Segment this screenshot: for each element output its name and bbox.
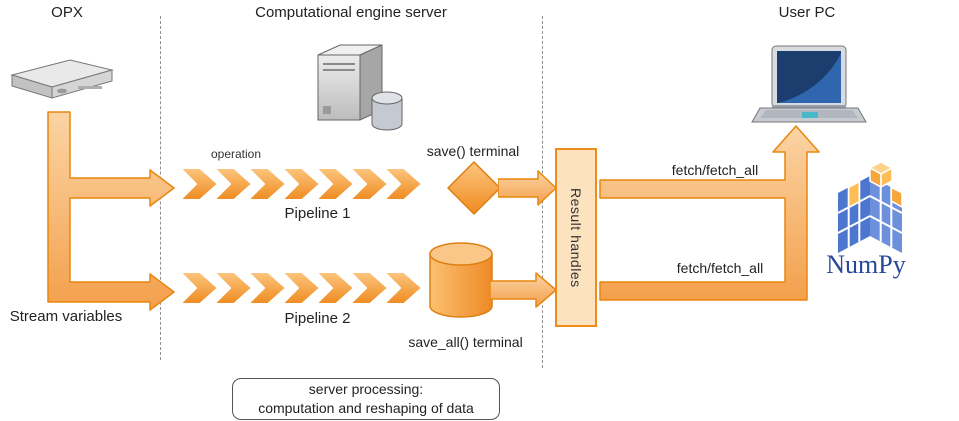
- save-terminal-diamond: [447, 161, 501, 215]
- fetch-bottom-label: fetch/fetch_all: [676, 260, 764, 276]
- stream-variables-label: Stream variables: [9, 308, 123, 325]
- opx-device-icon: [10, 59, 114, 99]
- result-handles-label: Result handles: [568, 187, 584, 288]
- connector-save-arrow: [498, 170, 557, 206]
- fetch-arrows: [599, 125, 820, 301]
- note-line2: computation and reshaping of data: [258, 400, 474, 416]
- pipeline1-label: Pipeline 1: [284, 205, 351, 222]
- section-title-user-pc: User PC: [778, 4, 836, 21]
- note-line1: server processing:: [308, 381, 424, 397]
- pipeline2-chevrons: [179, 271, 423, 305]
- server-processing-note: server processing: computation and resha…: [232, 378, 500, 420]
- pipeline1-chevrons: [179, 167, 423, 201]
- fetch-top-label: fetch/fetch_all: [671, 162, 759, 178]
- numpy-wordmark: NumPy: [826, 250, 906, 279]
- section-title-engine: Computational engine server: [255, 4, 447, 21]
- save-all-terminal-cylinder: [429, 242, 493, 318]
- result-handles-box: Result handles: [555, 148, 597, 327]
- stream-flow-arrow: [47, 111, 175, 311]
- numpy-logo-icon: [837, 161, 903, 253]
- connector-save-all-arrow: [490, 272, 557, 308]
- operation-label: operation: [210, 147, 262, 161]
- pipeline2-label: Pipeline 2: [284, 310, 351, 327]
- section-title-opx: OPX: [51, 4, 83, 21]
- server-icon: [317, 44, 403, 131]
- save-all-terminal-label: save_all() terminal: [408, 334, 523, 350]
- laptop-icon: [751, 45, 867, 123]
- save-terminal-label: save() terminal: [426, 143, 520, 159]
